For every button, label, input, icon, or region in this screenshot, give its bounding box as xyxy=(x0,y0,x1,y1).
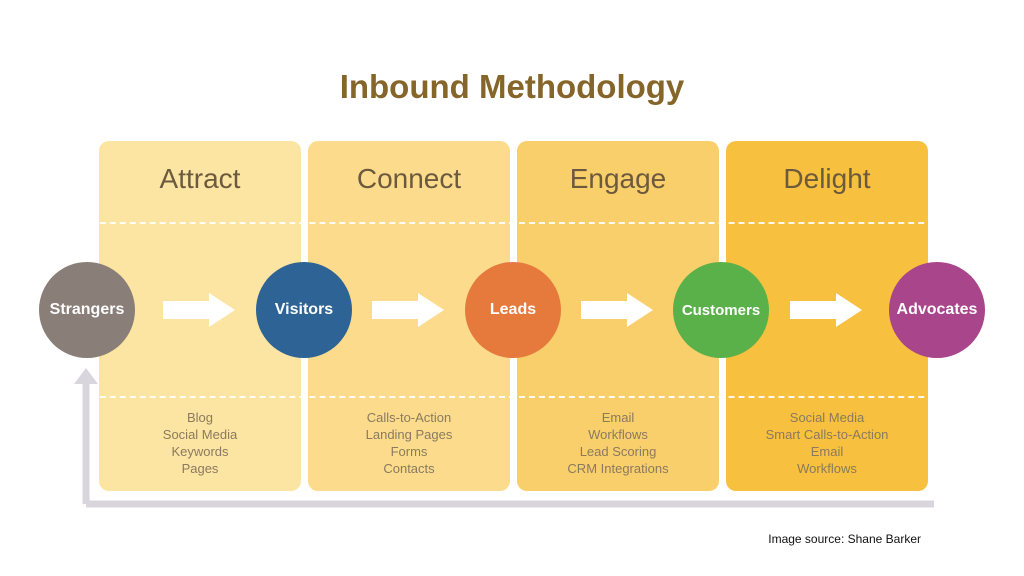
stage-item: Workflows xyxy=(797,461,857,476)
node-strangers: Strangers xyxy=(39,262,135,358)
node-advocates: Advocates xyxy=(889,262,985,358)
stage-item: Calls-to-Action xyxy=(366,410,452,425)
stage-item: Social Media xyxy=(162,427,238,442)
right-arrow-icon xyxy=(790,293,862,327)
stage-item: Smart Calls-to-Action xyxy=(765,427,889,442)
node-visitors: Visitors xyxy=(256,262,352,358)
stage-item: Workflows xyxy=(588,427,648,442)
stage-item: Landing Pages xyxy=(365,427,453,442)
stage-item: Forms xyxy=(390,444,428,459)
image-credit: Image source: Shane Barker xyxy=(768,532,921,546)
upper-dashed-divider xyxy=(0,222,1024,224)
right-arrow-icon xyxy=(581,293,653,327)
node-leads: Leads xyxy=(465,262,561,358)
stage-items-attract: Blog Social Media Keywords Pages xyxy=(99,409,301,477)
stage-title-delight: Delight xyxy=(783,163,871,194)
stage-title-attract: Attract xyxy=(159,163,241,194)
stage-title-engage: Engage xyxy=(569,163,667,194)
right-arrow-icon xyxy=(372,293,444,327)
stage-item: Social Media xyxy=(789,410,865,425)
stage-item: Blog xyxy=(186,410,214,425)
stage-title-connect: Connect xyxy=(356,163,462,194)
stage-item: Email xyxy=(810,444,844,459)
stage-items-delight: Social Media Smart Calls-to-Action Email… xyxy=(726,409,928,477)
stage-item: CRM Integrations xyxy=(567,461,669,476)
stage-item: Lead Scoring xyxy=(579,444,657,459)
stage-item: Keywords xyxy=(171,444,229,459)
stage-item: Email xyxy=(601,410,635,425)
return-arrowhead xyxy=(74,368,98,384)
stage-items-engage: Email Workflows Lead Scoring CRM Integra… xyxy=(517,409,719,477)
stage-items-connect: Calls-to-Action Landing Pages Forms Cont… xyxy=(308,409,510,477)
lower-dashed-divider xyxy=(0,396,1024,398)
right-arrow-icon xyxy=(163,293,235,327)
node-customers: Customers xyxy=(673,262,769,358)
stage-item: Contacts xyxy=(383,461,435,476)
diagram-title: Inbound Methodology xyxy=(339,68,685,105)
stage-item: Pages xyxy=(181,461,219,476)
